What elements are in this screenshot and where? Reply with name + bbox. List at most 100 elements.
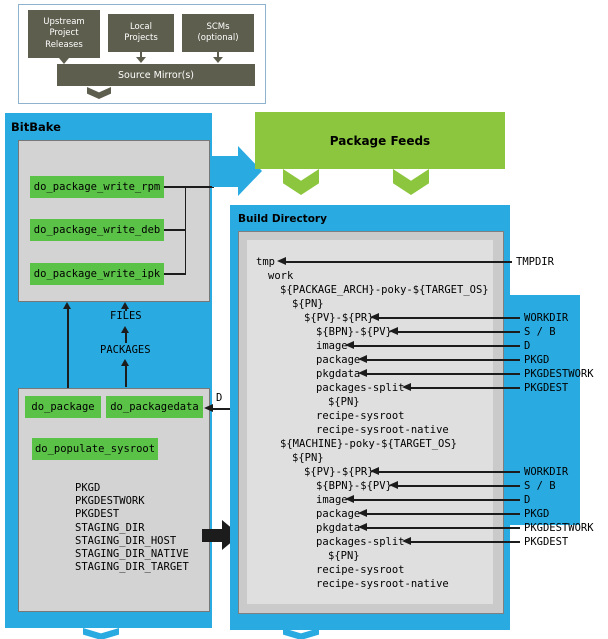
d-arrow	[204, 404, 237, 411]
ipk-connector-line	[164, 273, 186, 275]
task-do-package-write-ipk: do_package_write_ipk	[30, 263, 164, 285]
write-tasks-join-line	[184, 186, 186, 274]
arrow-sb	[389, 327, 520, 334]
var-label-workdir: WORKDIR	[524, 466, 569, 478]
bitbake-to-feeds-arrow-stem	[212, 156, 238, 187]
var-label-tmpdir: TMPDIR	[516, 256, 554, 268]
package-feeds-box: Package Feeds	[255, 112, 505, 169]
deb-connector-line	[164, 229, 186, 231]
task-do-package-write-deb: do_package_write_deb	[30, 219, 164, 241]
task-do-populate-sysroot: do_populate_sysroot	[32, 438, 158, 460]
var-label-pkgd: PKGD	[524, 354, 550, 366]
sysroot-to-builddir-arrow-stem	[202, 529, 222, 542]
task-do-package: do_package	[25, 396, 101, 418]
tree-node: image	[316, 340, 348, 352]
files-up-line	[125, 308, 127, 311]
arrow-sb	[389, 481, 520, 488]
arrow-pkgd	[358, 355, 520, 362]
rpm-connector-line	[164, 186, 186, 188]
bitbake-title: BitBake	[11, 120, 61, 134]
variable-item: STAGING_DIR_TARGET	[75, 561, 189, 574]
arrow-d	[345, 341, 520, 348]
tree-node: recipe-sysroot	[316, 410, 405, 422]
feeds-down-chevron-right-icon	[393, 169, 429, 195]
tree-node: packages-split	[316, 382, 405, 394]
tree-node: ${PV}-${PR}	[304, 466, 374, 478]
tree-node: recipe-sysroot	[316, 564, 405, 576]
tree-node: work	[268, 270, 294, 282]
feeds-down-chevron-left-icon	[283, 169, 319, 195]
arrow-workdir	[370, 467, 520, 474]
arrow-pkgdest	[402, 383, 520, 390]
variable-item: PKGDESTWORK	[75, 495, 145, 508]
tree-node: pkgdata	[316, 368, 361, 380]
tree-node: ${PN}	[292, 298, 324, 310]
left-long-arrowhead	[63, 302, 71, 309]
var-label-pkgd: PKGD	[524, 508, 550, 520]
tree-node: ${PN}	[292, 452, 324, 464]
builddir-bottom-chevron-icon	[283, 628, 319, 639]
tree-node: ${BPN}-${PV}	[316, 326, 392, 338]
tree-node: tmp	[256, 256, 275, 268]
packages-up-arrow	[121, 326, 129, 333]
arrow-workdir	[370, 313, 520, 320]
bitbake-bottom-chevron-icon	[83, 628, 119, 639]
local-to-mirror-arrow	[136, 57, 146, 63]
var-label-pkgdest: PKGDEST	[524, 536, 569, 548]
var-label-pkgdestwork: PKGDESTWORK	[524, 522, 594, 534]
join-to-feeds-line	[186, 186, 214, 188]
var-label-pkgdestwork: PKGDESTWORK	[524, 368, 594, 380]
var-label-sb: S / B	[524, 480, 556, 492]
tree-node: packages-split	[316, 536, 405, 548]
var-label-d: D	[524, 340, 531, 352]
arrow-pkgdestwork	[358, 369, 520, 376]
var-label-sb: S / B	[524, 326, 556, 338]
tree-node: ${PACKAGE_ARCH}-poky-${TARGET_OS}	[280, 284, 489, 296]
scms-to-mirror-line	[217, 52, 219, 58]
right-blue-strip	[508, 295, 580, 525]
build-directory-inner-box	[247, 240, 493, 604]
tree-node: ${BPN}-${PV}	[316, 480, 392, 492]
tree-node: image	[316, 494, 348, 506]
var-label-workdir: WORKDIR	[524, 312, 569, 324]
tree-node: package	[316, 354, 361, 366]
variable-item: STAGING_DIR	[75, 521, 145, 534]
tree-node: recipe-sysroot-native	[316, 578, 449, 590]
tree-node: ${PN}	[328, 396, 360, 408]
box2-to-packages-line	[125, 365, 127, 387]
tree-node: ${PN}	[328, 550, 360, 562]
packages-label: PACKAGES	[100, 344, 151, 356]
local-projects-box: Local Projects	[108, 14, 174, 52]
tree-node: package	[316, 508, 361, 520]
package-tasks-box	[18, 388, 210, 612]
arrow-pkgdestwork	[358, 523, 520, 530]
mirror-down-chevron-icon	[87, 87, 111, 99]
scms-box: SCMs (optional)	[182, 14, 254, 52]
local-to-mirror-line	[140, 52, 142, 58]
var-label-pkgdest: PKGDEST	[524, 382, 569, 394]
left-long-line	[67, 308, 69, 388]
box2-to-packages-arrow	[121, 359, 129, 366]
scms-to-mirror-arrow	[213, 57, 223, 63]
upstream-to-mirror-arrow	[59, 58, 69, 64]
task-do-packagedata: do_packagedata	[106, 396, 203, 418]
build-directory-title: Build Directory	[238, 213, 327, 225]
tree-node: recipe-sysroot-native	[316, 424, 449, 436]
arrow-pkgd	[358, 509, 520, 516]
variable-item: PKGD	[75, 482, 101, 494]
source-mirrors-bar: Source Mirror(s)	[57, 64, 255, 86]
tree-node: pkgdata	[316, 522, 361, 534]
var-label-d: D	[524, 494, 531, 506]
tree-node: ${PV}-${PR}	[304, 312, 374, 324]
packages-up-line	[125, 332, 127, 343]
files-label: FILES	[110, 310, 142, 322]
files-up-arrow	[121, 302, 129, 309]
arrow-pkgdest	[402, 537, 520, 544]
tree-node: ${MACHINE}-poky-${TARGET_OS}	[280, 438, 458, 450]
d-variable-label: D	[216, 392, 223, 404]
task-do-package-write-rpm: do_package_write_rpm	[30, 176, 164, 198]
upstream-project-releases-box: Upstream Project Releases	[28, 10, 100, 58]
arrow-d	[345, 495, 520, 502]
